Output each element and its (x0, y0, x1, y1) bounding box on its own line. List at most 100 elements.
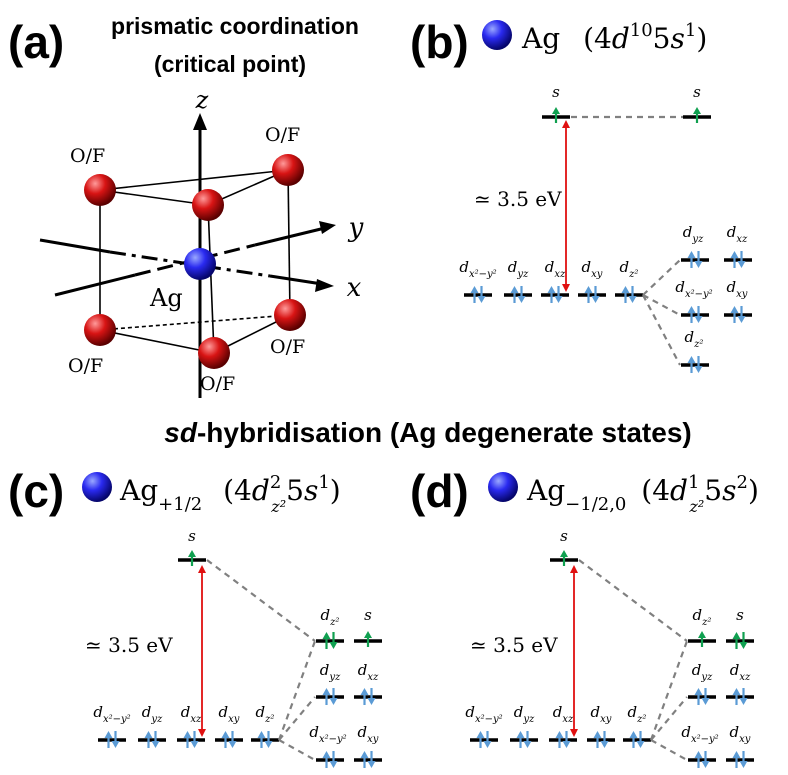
d-d-z2-spin-down-head (636, 741, 645, 748)
d-d-xy-spin-up-head (593, 731, 602, 738)
d-s-top-label: s (560, 527, 568, 545)
panel-c-config-s: s (304, 474, 318, 507)
c-split-3 (278, 739, 316, 761)
b-r-yz-label: dyz (683, 223, 704, 245)
panel-d-config-s: s (722, 474, 736, 507)
ligand-atom-top-left (84, 174, 116, 206)
b-d-z2-spin-down-head (628, 296, 637, 303)
panel-d-gap-label: ≃ 3.5 eV (470, 633, 558, 657)
ag-center-atom (184, 248, 216, 280)
c-r-xz-spin-up-head (360, 688, 369, 695)
c-d-xy-spin-up-head (221, 731, 230, 738)
c-d-xz-spin-up-head (183, 731, 192, 738)
ligand-atom-bottom-left (84, 314, 116, 346)
d-r-xz-label: dxz (730, 661, 751, 683)
gap-arrow-bottom-head (570, 729, 578, 737)
d-r-yz-spin-up-head (694, 688, 703, 695)
panel-b-config-d: d (612, 22, 630, 55)
b-r-yz-spin-down-head (694, 261, 703, 268)
ligand-atom-top-front (192, 189, 224, 221)
ligand-label-bottom-left: O/F (68, 355, 103, 377)
b-r-xy-spin-down-head (737, 316, 746, 323)
b-r-x2y2-spin-down-head (694, 316, 703, 323)
d-r-xy-label: dxy (730, 723, 751, 745)
c-d-x2y2-spin-up-head (104, 731, 113, 738)
gap-arrow-top-head (198, 565, 206, 573)
b-r-xz-spin-down-head (737, 261, 746, 268)
b-s-left-label: s (552, 83, 560, 101)
ligand-label-top-right: O/F (265, 124, 300, 146)
panel-c-config-prefix: (4 (223, 474, 252, 507)
panel-d-config-d: d (670, 474, 688, 507)
panel-d-species: Ag (526, 474, 565, 507)
b-d-z2-label: dz² (620, 258, 639, 280)
x-axis-label: x (347, 273, 362, 303)
b-d-x2y2-spin-up-head (470, 286, 479, 293)
panel-a-letter: (a) (8, 16, 64, 68)
panel-d-species-sub: −1/2,0 (565, 494, 626, 515)
ligand-atom-bottom-right (274, 299, 306, 331)
b-split-1 (642, 259, 681, 296)
c-r-s-spin-up-head (364, 631, 372, 638)
c-r-yz-label: dyz (320, 661, 341, 683)
y-axis-solid-left (54, 273, 136, 297)
b-d-xz-spin-up-head (547, 286, 556, 293)
d-d-yz-spin-down-head (523, 741, 532, 748)
b-r-xy-label: dxy (727, 278, 748, 300)
ligand-label-bottom-right: O/F (270, 336, 305, 358)
b-r-xz-spin-up-head (730, 251, 739, 258)
panel-a-title-line1: prismatic coordination (111, 13, 359, 39)
gap-arrow-top-head (562, 120, 570, 128)
d-d-xz-label: dxz (553, 703, 574, 725)
panel-b: (b) Ag (4d105s1) ≃ 3.5 eV (410, 16, 707, 211)
d-r-xy-spin-down-head (739, 761, 748, 768)
panel-c-config-d: d (252, 474, 270, 507)
c-d-z2-spin-down-head (264, 741, 273, 748)
panel-d-letter: (d) (410, 465, 469, 517)
c-d-z2-spin-up-head (257, 731, 266, 738)
c-r-z2-spin-up-head (322, 632, 331, 639)
ligand-label-top-left: O/F (70, 145, 105, 167)
panel-b-config-mid: 5 (653, 22, 671, 55)
x-axis-arrowhead (315, 279, 334, 292)
b-d-xy-spin-up-head (584, 286, 593, 293)
d-d-x2y2-label: dx²−y² (465, 703, 502, 725)
section-title: sd-hybridisation (Ag degenerate states) (164, 417, 691, 448)
c-r-s-label: s (364, 606, 372, 624)
prism-edges (99, 169, 291, 354)
d-d-yz-spin-up-head (516, 731, 525, 738)
z-axis-arrowhead (193, 113, 207, 130)
gap-arrow-bottom-head (562, 284, 570, 292)
c-d-z2-label: dz² (256, 703, 275, 725)
b-r-z2-label: dz² (685, 328, 704, 350)
d-d-xz-spin-up-head (555, 731, 564, 738)
section-title-rest: -hybridisation (Ag degenerate states) (197, 417, 692, 448)
b-d-yz-spin-down-head (517, 296, 526, 303)
c-r-xy-label: dxy (358, 723, 379, 745)
d-s-connector (578, 559, 688, 642)
panel-d-config-mid: 5 (704, 474, 722, 507)
panel-d-config-suffix: ) (748, 474, 759, 507)
d-r-z2-label: dz² (693, 606, 712, 628)
x-axis-solid-left (39, 238, 111, 254)
panel-c-config-d-sub: z² (270, 497, 286, 516)
ag-center-label: Ag (149, 284, 183, 312)
panel-b-species: Ag (521, 22, 560, 55)
d-r-xy-spin-up-head (732, 751, 741, 758)
c-d-yz-label: dyz (142, 703, 163, 725)
d-r-yz-spin-down-head (701, 698, 710, 705)
y-axis-solid-right (254, 226, 326, 247)
panel-d-config-prefix: (4 (641, 474, 670, 507)
d-r-s-spin-down-head (739, 642, 748, 649)
d-r-s-spin-up-head (732, 632, 741, 639)
panel-b-letter: (b) (410, 16, 469, 68)
d-d-yz-label: dyz (514, 703, 535, 725)
d-split-3 (650, 739, 688, 761)
d-d-x2y2-spin-down-head (483, 741, 492, 748)
d-s-top-spin-up-head (560, 550, 568, 557)
